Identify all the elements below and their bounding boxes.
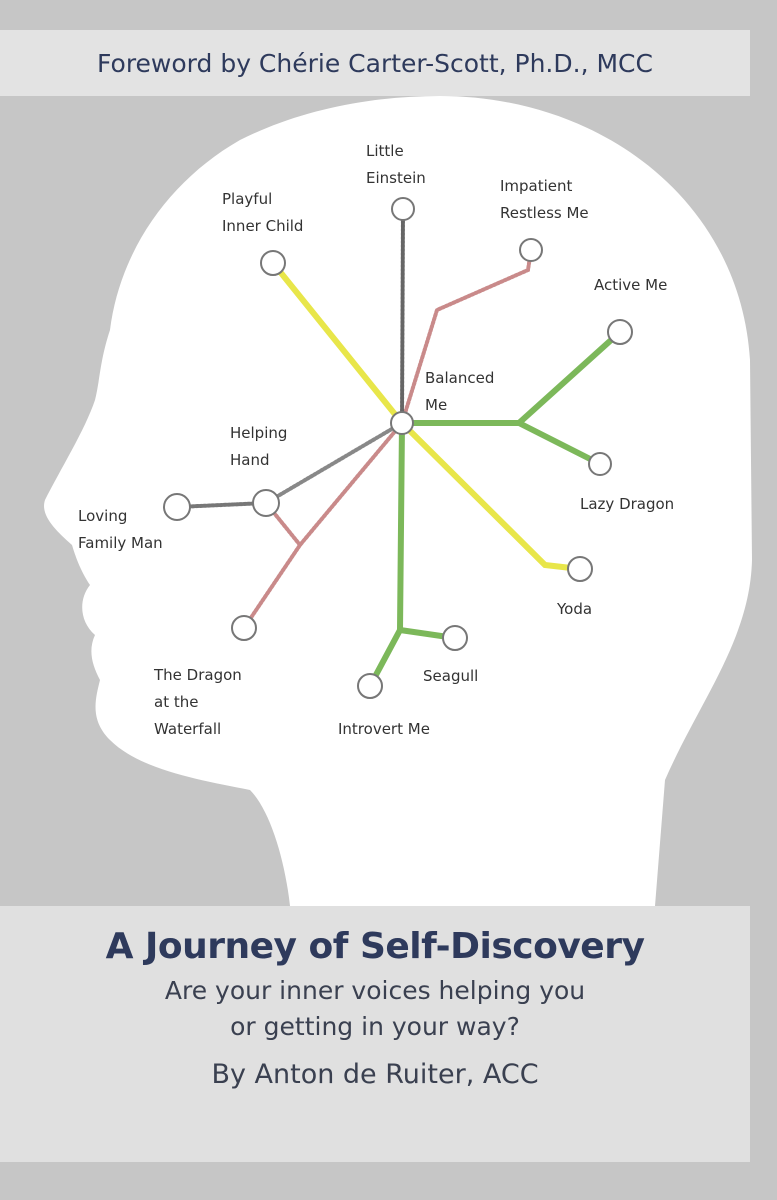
label-balanced: Balanced Me bbox=[425, 369, 495, 414]
head-silhouette bbox=[44, 96, 753, 906]
label-lazy: Lazy Dragon bbox=[580, 495, 675, 513]
node-impatient bbox=[519, 238, 543, 262]
node-waterfall bbox=[231, 615, 257, 641]
node-active bbox=[607, 319, 633, 345]
node-loving bbox=[163, 493, 191, 521]
label-seagull: Seagull bbox=[423, 667, 479, 685]
label-active: Active Me bbox=[594, 276, 668, 294]
yellow-line bbox=[270, 260, 583, 572]
node-introvert bbox=[357, 673, 383, 699]
gray-line-loving bbox=[175, 501, 268, 509]
node-einstein bbox=[391, 197, 415, 221]
title-panel: A Journey of Self-Discovery Are your inn… bbox=[0, 906, 750, 1162]
gray-line-helping bbox=[264, 421, 404, 505]
foreword-text: Foreword by Chérie Carter-Scott, Ph.D., … bbox=[97, 48, 653, 78]
book-title: A Journey of Self-Discovery bbox=[105, 926, 645, 967]
node-seagull bbox=[442, 625, 468, 651]
node-helping bbox=[252, 489, 280, 517]
node-balanced bbox=[390, 411, 414, 435]
subtitle: Are your inner voices helping you or get… bbox=[164, 976, 586, 1041]
author: By Anton de Ruiter, ACC bbox=[211, 1059, 539, 1090]
label-introvert: Introvert Me bbox=[338, 720, 430, 738]
green-line-lazy bbox=[516, 420, 603, 467]
foreword-banner: Foreword by Chérie Carter-Scott, Ph.D., … bbox=[0, 30, 750, 96]
label-yoda: Yoda bbox=[557, 600, 593, 618]
node-playful bbox=[260, 250, 286, 276]
node-lazy bbox=[588, 452, 612, 476]
node-yoda bbox=[567, 556, 593, 582]
gray-line-einstein bbox=[400, 207, 405, 425]
